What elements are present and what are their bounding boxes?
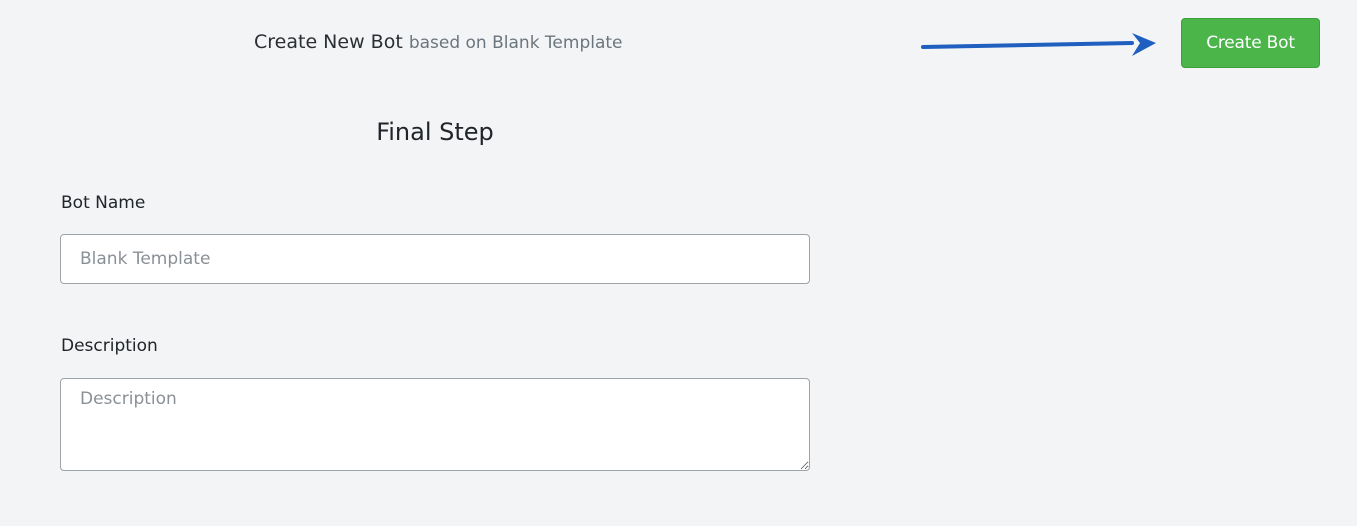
- page-header: Create New Bot based on Blank Template: [254, 31, 623, 53]
- description-textarea[interactable]: [60, 378, 810, 471]
- create-bot-button[interactable]: Create Bot: [1181, 18, 1320, 68]
- arrow-annotation-icon: [921, 33, 1156, 56]
- step-title: Final Step: [376, 118, 494, 146]
- template-subtitle: based on Blank Template: [408, 33, 623, 53]
- bot-name-label: Bot Name: [61, 193, 146, 213]
- page-title: Create New Bot: [254, 31, 403, 53]
- description-label: Description: [61, 336, 158, 356]
- bot-name-input[interactable]: [60, 234, 810, 284]
